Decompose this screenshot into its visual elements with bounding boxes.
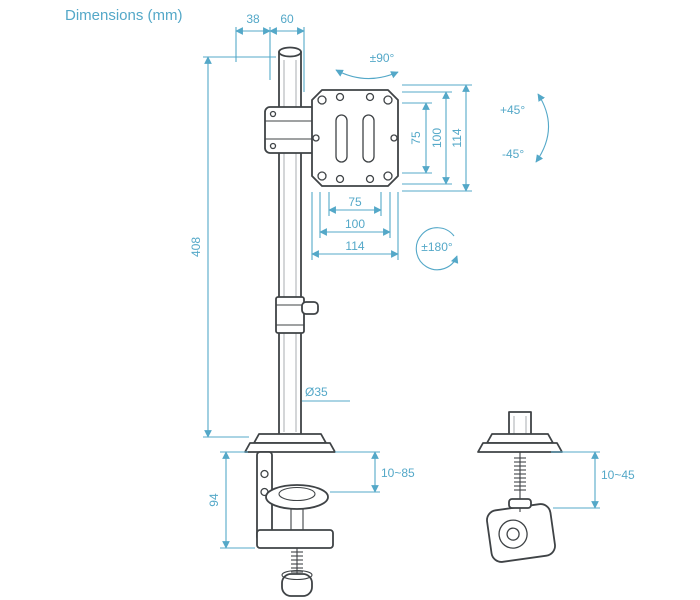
clamp-bottom-arm	[256, 529, 334, 549]
tilt-arrow	[535, 93, 550, 163]
vesa-hole	[365, 174, 375, 184]
dim-label-vesa-h-100: 100	[345, 217, 365, 231]
vesa-hole	[365, 92, 375, 102]
vesa-slot	[335, 114, 348, 163]
diagram-title: Dimensions (mm)	[65, 7, 183, 24]
dim-pole-diameter: Ø35	[302, 385, 350, 402]
dim-label-408: 408	[189, 237, 203, 257]
vesa-slot	[362, 114, 375, 163]
clamp-bolt-hole	[269, 142, 277, 150]
vesa-hole	[312, 134, 320, 142]
dim-label-38: 38	[246, 12, 260, 26]
dim-clamp-range-left: 10~85	[330, 451, 415, 493]
dim-label-swivel-90: ±90°	[370, 51, 395, 65]
height-collar	[275, 296, 305, 334]
dim-label-tilt-up: +45°	[500, 103, 525, 117]
swivel-arrow	[335, 69, 399, 80]
collar-lever	[301, 301, 319, 315]
dim-label-vesa-h-75: 75	[348, 195, 362, 209]
clamp-pad	[265, 484, 329, 510]
dim-swivel-top: ±90°	[335, 51, 399, 80]
dimension-annotations: 38 60 ±90° 75 100 114 +45° -45°	[189, 12, 635, 549]
dim-clamp-height: 94	[207, 451, 255, 549]
dim-pole-height: 408	[189, 56, 276, 438]
rotate-arrow	[415, 227, 459, 271]
vesa-plate	[311, 89, 399, 187]
dim-label-vesa-h-114: 114	[345, 239, 364, 253]
dim-rotate-plate: ±180°	[415, 227, 459, 271]
monitor-mount-drawing	[244, 46, 563, 597]
dim-label-60: 60	[280, 12, 294, 26]
desk-base-left	[244, 433, 336, 453]
grommet-hole-inner	[506, 527, 520, 541]
dim-vesa-horizontal: 75 100 114	[311, 192, 399, 260]
clamp-bolt-hole	[269, 110, 277, 118]
dim-label-10-85: 10~85	[381, 466, 415, 480]
vesa-hole	[383, 171, 393, 181]
pole-top-cap	[278, 46, 302, 58]
dim-tilt: +45° -45°	[500, 93, 550, 163]
dim-label-diameter-35: Ø35	[305, 385, 328, 399]
vesa-hole	[390, 134, 398, 142]
vesa-hole	[317, 171, 327, 181]
dim-vesa-vertical: 75 100 114	[402, 84, 472, 192]
dim-clamp-range-right: 10~45	[551, 451, 635, 509]
dim-label-vesa-v-100: 100	[430, 128, 444, 148]
dim-label-rotate-180: ±180°	[421, 240, 453, 254]
vesa-hole	[317, 95, 327, 105]
vesa-hole	[383, 95, 393, 105]
grommet-nut	[508, 498, 532, 509]
clamp-hole	[260, 469, 269, 479]
desk-clamp-left	[256, 451, 334, 597]
dim-top-offsets: 38 60	[235, 12, 305, 92]
vesa-hole	[335, 174, 345, 184]
dim-label-10-45: 10~45	[601, 468, 635, 482]
dim-label-vesa-v-75: 75	[409, 131, 423, 145]
dim-label-vesa-v-114: 114	[450, 128, 464, 147]
dim-label-tilt-down: -45°	[502, 147, 524, 161]
grommet-mount-right	[477, 411, 563, 563]
clamp-knob	[281, 573, 313, 597]
vesa-hole	[335, 92, 345, 102]
dim-label-94: 94	[207, 493, 221, 507]
